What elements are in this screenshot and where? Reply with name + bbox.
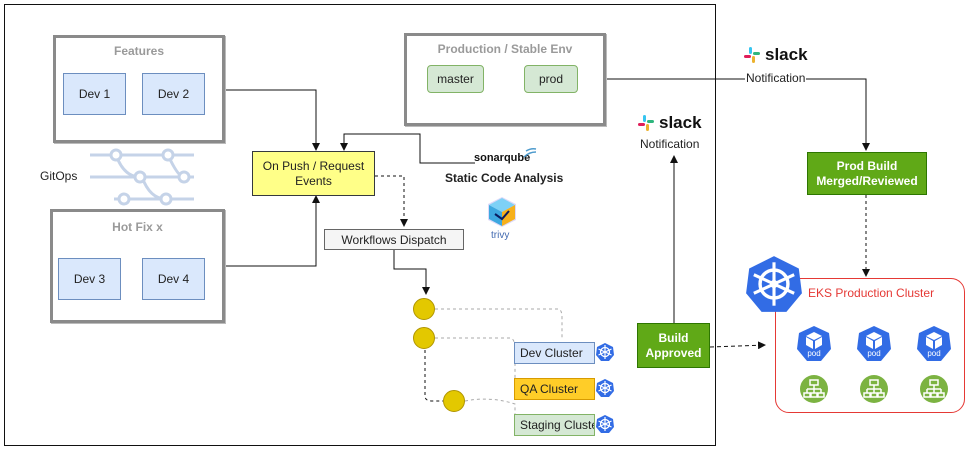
service-icon	[860, 375, 888, 403]
edge-hotfix-events	[225, 195, 320, 267]
edge-dot3-staging	[464, 398, 516, 414]
pipeline-dot-1	[413, 298, 435, 320]
kubernetes-icon	[746, 256, 802, 312]
qa-cluster-box: QA Cluster	[514, 378, 595, 400]
pod-label: pod	[927, 349, 941, 358]
dev2-box: Dev 2	[142, 73, 205, 115]
events-box: On Push / Request Events	[252, 151, 375, 196]
edge-dot2-qa	[435, 337, 516, 378]
dev3-box: Dev 3	[58, 258, 121, 300]
service-icon	[920, 375, 948, 403]
edge-dot1-dev	[435, 308, 563, 340]
notification-label-top: Notification	[745, 71, 807, 85]
sonarqube-logo-text: sonarqube	[474, 152, 531, 164]
slack-brand-top: slack	[765, 45, 808, 64]
slack-icon	[638, 115, 654, 131]
master-branch-box: master	[427, 65, 484, 93]
production-title: Production / Stable Env	[437, 42, 573, 56]
features-title: Features	[113, 44, 165, 58]
gitops-branch-icon	[90, 148, 194, 206]
edge-workflows-dots	[393, 250, 430, 295]
gitops-label: GitOps	[40, 169, 78, 183]
edge-sonar-events	[340, 133, 475, 164]
edge-dot2-dot3	[424, 350, 443, 402]
trivy-label: trivy	[491, 230, 510, 241]
edge-approved-eks	[709, 341, 766, 350]
slack-logo-mid: slack	[637, 113, 702, 133]
kubernetes-icon	[596, 415, 614, 433]
prod-branch-box: prod	[524, 65, 578, 93]
prod-build-box: Prod Build Merged/Reviewed	[807, 152, 927, 195]
hotfix-title: Hot Fix x	[112, 220, 163, 234]
edge-features-events	[225, 89, 320, 151]
pod-label: pod	[807, 349, 821, 358]
workflows-dispatch-box: Workflows Dispatch	[324, 229, 464, 250]
service-icon	[800, 375, 828, 403]
pod-icon: pod	[796, 325, 832, 363]
slack-brand-mid: slack	[659, 113, 702, 132]
sonarqube-wave-icon	[523, 148, 537, 158]
pod-icon: pod	[916, 325, 952, 363]
kubernetes-icon	[596, 343, 614, 361]
staging-cluster-box: Staging Cluster	[514, 414, 595, 436]
slack-icon	[744, 47, 760, 63]
trivy-icon	[488, 197, 516, 227]
eks-label: EKS Production Cluster	[808, 286, 935, 300]
edge-prod-prodbuild	[578, 78, 870, 151]
pipeline-dot-3	[443, 390, 465, 412]
kubernetes-icon	[596, 379, 614, 397]
notification-label-mid: Notification	[640, 137, 700, 151]
edge-events-workflows	[375, 175, 408, 227]
slack-logo-top: slack	[743, 45, 808, 65]
dev1-box: Dev 1	[63, 73, 126, 115]
static-analysis-label: Static Code Analysis	[445, 171, 564, 185]
dev-cluster-box: Dev Cluster	[514, 342, 595, 364]
pod-label: pod	[867, 349, 881, 358]
pipeline-dot-2	[413, 327, 435, 349]
dev4-box: Dev 4	[142, 258, 205, 300]
pipeline-frame	[4, 4, 716, 446]
pod-icon: pod	[856, 325, 892, 363]
build-approved-box: Build Approved	[637, 323, 710, 368]
